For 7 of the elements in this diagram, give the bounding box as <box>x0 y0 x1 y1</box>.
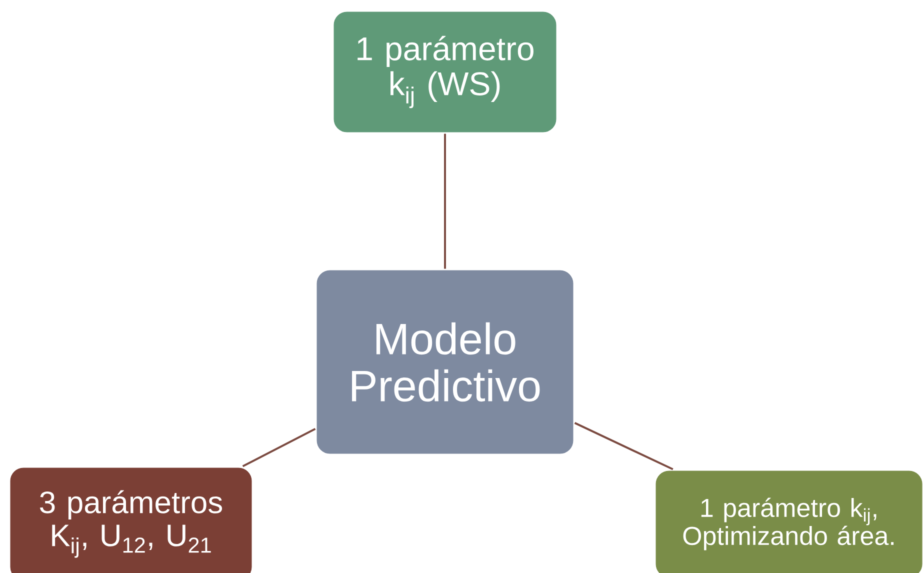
parameter-box: 1 parámetro k$_{ij}$ (WS) <box>332 10 558 134</box>
connector-line <box>242 428 316 468</box>
parameter-box: 1 parámetro k$_{ij}$, Optimizando área. <box>654 469 923 573</box>
connector-line <box>444 134 446 269</box>
center-box: Modelo Predictivo <box>315 268 575 456</box>
connector-line <box>574 422 674 470</box>
parameter-box: 3 parámetros K$_{ij}$, U$_{12}$, U$_{21}$ <box>8 466 254 573</box>
